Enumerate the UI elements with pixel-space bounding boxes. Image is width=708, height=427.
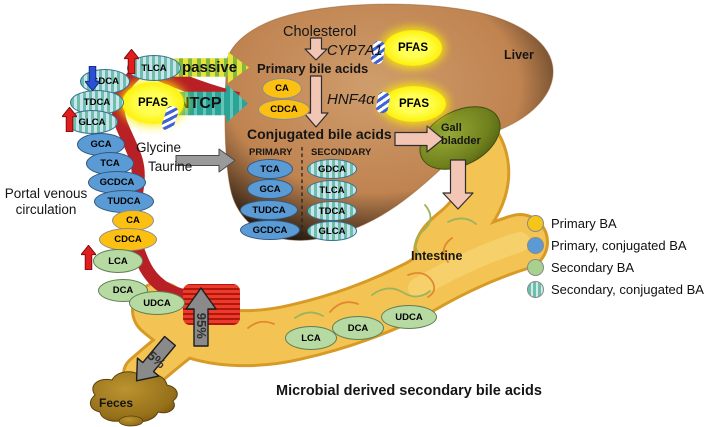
cyp7a1-label: CYP7A1 — [327, 43, 383, 59]
portal-venous-circulation-label: Portal venous circulation — [4, 186, 88, 218]
glycine-label: Glycine — [136, 140, 182, 155]
conjugated-secondary-tdca: TDCA — [307, 201, 357, 221]
primary-acid-cdca: CDCA — [258, 99, 310, 120]
conjugated-primary-gca: GCA — [247, 179, 293, 199]
gall-bladder-label: Gall bladder — [441, 122, 481, 148]
taurine-label: Taurine — [148, 159, 193, 174]
cholesterol-down-arrow — [304, 37, 328, 61]
conjugated-secondary-glca: GLCA — [307, 221, 357, 241]
legend-item-primary: Primary BA — [527, 215, 617, 232]
intestine-label: Intestine — [411, 249, 463, 263]
chain-cdca: CDCA — [99, 228, 157, 251]
decrease-arrow-icon — [85, 66, 100, 91]
increase-arrow-icon — [62, 107, 77, 132]
primary-column-label: PRIMARY — [249, 147, 293, 158]
reabsorbed-percentage-label: 95% — [193, 312, 209, 339]
intestine-lca: LCA — [285, 326, 337, 350]
legend-item-secondary: Secondary BA — [527, 259, 634, 276]
chain-tlca: TLCA — [127, 55, 181, 81]
gray-arrows — [135, 148, 236, 382]
primary-to-conjugated-arrow — [303, 75, 329, 128]
secondary-ba-swatch — [527, 259, 544, 276]
feces-shape — [89, 371, 178, 423]
glycine-taurine-arrow — [175, 148, 236, 173]
feces-label: Feces — [99, 396, 134, 410]
conjugated-secondary-gdca: GDCA — [307, 159, 357, 179]
reabsorption-95-arrow — [185, 287, 217, 347]
pfas-ellipse-cyp7a1: PFAS — [384, 30, 442, 66]
hnf4a-label: HNF4α — [327, 91, 375, 108]
excretion-5-arrow — [135, 335, 177, 382]
chain-tudca: TUDCA — [94, 190, 154, 213]
chain-lca: LCA — [93, 249, 143, 273]
passive-label: passive — [182, 59, 238, 76]
conjugated-primary-tca: TCA — [247, 159, 293, 179]
primary-acid-ca: CA — [262, 78, 302, 99]
intestine-udca: UDCA — [381, 305, 437, 329]
secondary-conjugated-ba-swatch — [527, 281, 544, 298]
increase-arrow-icon — [81, 245, 96, 270]
flow-arrows — [303, 37, 474, 210]
secondary-column-label: SECONDARY — [311, 147, 372, 158]
primary-conjugated-ba-swatch — [527, 237, 544, 254]
conjugated-secondary-tlca: TLCA — [307, 180, 357, 200]
conjugated-primary-tudca: TUDCA — [240, 200, 298, 220]
conjugated-primary-gcdca: GCDCA — [240, 220, 300, 240]
conjugated-bile-acids-heading: Conjugated bile acids — [247, 126, 392, 142]
ntcp-label: NTCP — [178, 94, 222, 112]
legend-item-primary-conjugated: Primary, conjugated BA — [527, 237, 687, 254]
legend-item-secondary-conjugated: Secondary, conjugated BA — [527, 281, 704, 298]
primary-ba-swatch — [527, 215, 544, 232]
primary-bile-acids-heading: Primary bile acids — [257, 61, 369, 76]
cholesterol-label: Cholesterol — [283, 24, 357, 40]
intestine-dca: DCA — [332, 316, 384, 340]
chain-udca: UDCA — [129, 291, 185, 315]
gall-bladder-to-intestine-arrow — [442, 159, 474, 210]
pfas-ellipse-hnf4a: PFAS — [382, 86, 446, 122]
feces-shape-small — [118, 415, 144, 427]
microbial-caption: Microbial derived secondary bile acids — [276, 383, 542, 399]
increase-arrow-icon — [124, 49, 139, 74]
to-gall-bladder-arrow — [394, 125, 444, 153]
liver-label: Liver — [504, 48, 534, 62]
gall-bladder-shape — [419, 106, 501, 170]
